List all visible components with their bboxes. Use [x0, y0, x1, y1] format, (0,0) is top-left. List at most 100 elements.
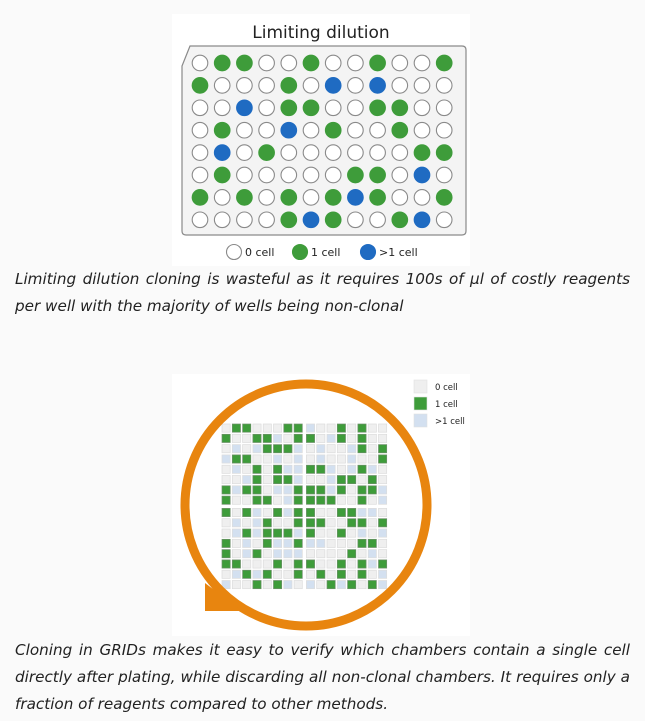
- magnifier-ring: [180, 379, 432, 631]
- chamber-single-cell: [221, 549, 231, 559]
- chamber-empty: [306, 475, 315, 485]
- chamber-single-cell: [293, 423, 303, 433]
- chamber-empty: [378, 475, 388, 485]
- chamber-empty: [221, 475, 231, 485]
- chamber-multi-cell: [252, 569, 262, 579]
- chamber-multi-cell: [378, 485, 388, 495]
- chamber-multi-cell: [306, 538, 315, 548]
- chamber-single-cell: [357, 569, 367, 579]
- chamber-empty: [357, 454, 367, 464]
- chamber-single-cell: [367, 538, 377, 548]
- chamber-single-cell: [252, 580, 262, 590]
- chamber-single-cell: [367, 580, 377, 590]
- chamber-single-cell: [336, 528, 346, 538]
- chamber-multi-cell: [252, 518, 262, 528]
- chamber-single-cell: [293, 538, 303, 548]
- chamber-empty: [316, 475, 326, 485]
- caption-grids: Cloning in GRIDs makes it easy to verify…: [15, 641, 630, 713]
- chamber-empty: [367, 423, 377, 433]
- legend-label: >1 cell: [379, 246, 418, 259]
- chamber-single-cell: [293, 485, 303, 495]
- chamber-single-cell: [336, 475, 346, 485]
- chamber-empty: [221, 528, 231, 538]
- chamber-empty: [378, 549, 388, 559]
- chamber-single-cell: [306, 508, 315, 517]
- well-single-cell: [213, 166, 231, 184]
- chamber-single-cell: [347, 549, 357, 559]
- magnifier-pointer: [205, 583, 242, 611]
- chamber-multi-cell: [283, 485, 293, 495]
- well-single-cell: [391, 99, 409, 117]
- well-single-cell: [302, 54, 320, 72]
- chamber-empty: [306, 549, 315, 559]
- chamber-multi-cell: [378, 580, 388, 590]
- well-single-cell: [258, 144, 275, 161]
- chamber-single-cell: [316, 495, 326, 505]
- chamber-multi-cell: [283, 538, 293, 548]
- chamber-single-cell: [262, 495, 272, 505]
- chamber-multi-cell: [252, 528, 262, 538]
- chamber-empty: [357, 580, 367, 590]
- chamber-empty: [283, 559, 293, 569]
- chamber-multi-cell: [316, 444, 326, 454]
- chamber-multi-cell: [221, 580, 231, 590]
- well-multi-cell: [302, 211, 320, 229]
- chamber-multi-cell: [378, 569, 388, 579]
- chamber-single-cell: [221, 538, 231, 548]
- chamber-single-cell: [252, 549, 262, 559]
- chamber-empty: [367, 495, 377, 505]
- chamber-multi-cell: [242, 549, 252, 559]
- chamber-multi-cell: [293, 475, 303, 485]
- chamber-single-cell: [273, 580, 283, 590]
- well-empty: [347, 211, 364, 229]
- well-empty: [213, 211, 231, 229]
- chamber-empty: [262, 485, 272, 495]
- well-empty: [236, 77, 253, 94]
- chamber-single-cell: [293, 495, 303, 505]
- well-empty: [191, 54, 209, 72]
- well-empty: [191, 211, 209, 229]
- chamber-single-cell: [252, 475, 262, 485]
- chamber-single-cell: [252, 485, 262, 495]
- chamber-multi-cell: [326, 464, 336, 474]
- chamber-single-cell: [347, 475, 357, 485]
- well-multi-cell: [236, 99, 253, 117]
- chamber-single-cell: [306, 518, 315, 528]
- chamber-multi-cell: [357, 528, 367, 538]
- well-multi-cell: [413, 166, 431, 184]
- chamber-empty: [347, 433, 357, 443]
- chamber-empty: [306, 569, 315, 579]
- chamber-single-cell: [293, 518, 303, 528]
- well-empty: [391, 189, 409, 206]
- chamber-multi-cell: [367, 559, 377, 569]
- well-single-cell: [391, 211, 409, 229]
- chamber-empty: [326, 518, 336, 528]
- chamber-empty: [316, 508, 326, 517]
- chamber-single-cell: [306, 464, 315, 474]
- well-empty: [391, 77, 409, 94]
- chamber-multi-cell: [273, 538, 283, 548]
- well-single-cell: [413, 144, 431, 161]
- chamber-multi-cell: [293, 528, 303, 538]
- chamber-multi-cell: [252, 508, 262, 517]
- chamber-single-cell: [336, 485, 346, 495]
- chamber-multi-cell: [378, 495, 388, 505]
- chamber-single-cell: [273, 559, 283, 569]
- chamber-single-cell: [378, 454, 388, 464]
- chamber-single-cell: [357, 495, 367, 505]
- chamber-single-cell: [221, 485, 231, 495]
- chamber-empty: [336, 464, 346, 474]
- chamber-empty: [367, 433, 377, 443]
- chamber-multi-cell: [378, 528, 388, 538]
- chamber-multi-cell: [316, 454, 326, 464]
- chamber-single-cell: [231, 423, 241, 433]
- chamber-multi-cell: [283, 464, 293, 474]
- chamber-empty: [306, 454, 315, 464]
- well-single-cell: [236, 189, 253, 206]
- well-multi-cell: [213, 144, 231, 161]
- chamber-single-cell: [357, 444, 367, 454]
- chamber-empty: [273, 423, 283, 433]
- chamber-single-cell: [367, 475, 377, 485]
